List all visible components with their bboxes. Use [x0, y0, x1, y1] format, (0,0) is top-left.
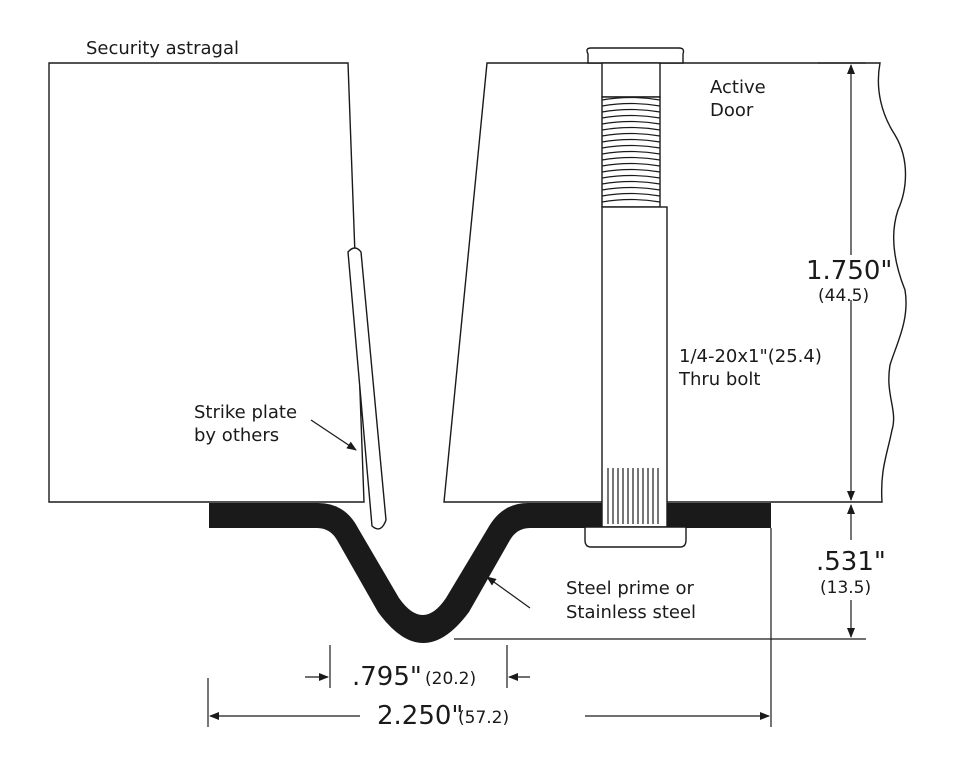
- sleeve-knurling: [607, 468, 659, 524]
- thread-line: [601, 132, 661, 137]
- bolt-head-top: [586, 47, 685, 64]
- thread-line: [601, 126, 661, 131]
- astragal-channel: [209, 503, 771, 643]
- label-material-2: Stainless steel: [566, 602, 696, 623]
- dim-depth-metric: (13.5): [820, 578, 871, 598]
- label-active-door-2: Door: [710, 100, 754, 121]
- label-material-1: Steel prime or: [566, 578, 695, 599]
- dim-channel-imperial: .795": [352, 662, 422, 692]
- thread-line: [601, 102, 661, 107]
- thread-line: [601, 174, 661, 179]
- dim-door-imperial: 1.750": [806, 256, 892, 286]
- bolt-head-bottom: [584, 526, 687, 548]
- label-security-astragal: Security astragal: [86, 38, 239, 59]
- bolt-collar: [601, 62, 661, 98]
- thread-line: [601, 138, 661, 143]
- label-bolt-1: 1/4-20x1"(25.4): [679, 346, 822, 367]
- dim-door-metric: (44.5): [818, 286, 869, 306]
- inactive-door-section: [48, 62, 365, 503]
- label-active-door-1: Active: [710, 77, 766, 98]
- active-door-section: [443, 62, 907, 503]
- thread-line: [601, 168, 661, 173]
- label-strike-plate-1: Strike plate: [194, 402, 297, 423]
- thread-line: [601, 156, 661, 161]
- thread-line: [601, 180, 661, 185]
- label-bolt-2: Thru bolt: [678, 369, 760, 390]
- thread-line: [601, 96, 661, 101]
- strike-plate: [347, 247, 387, 530]
- thread-line: [601, 186, 661, 191]
- thread-line: [601, 144, 661, 149]
- thread-line: [601, 162, 661, 167]
- thread-line: [601, 120, 661, 125]
- thread-line: [601, 198, 661, 203]
- thread-line: [601, 108, 661, 113]
- thread-line: [601, 114, 661, 119]
- dim-overall-metric: (57.2): [458, 708, 509, 728]
- thread-lines: [601, 96, 661, 203]
- strike-plate-leader: [310, 419, 357, 451]
- dim-overall-imperial: 2.250": [377, 701, 463, 731]
- dim-depth-imperial: .531": [816, 547, 886, 577]
- dim-channel-metric: (20.2): [425, 669, 476, 689]
- thread-line: [601, 150, 661, 155]
- material-leader: [486, 576, 531, 609]
- label-strike-plate-2: by others: [194, 425, 279, 446]
- thread-line: [601, 192, 661, 197]
- bolt-sleeve: [601, 206, 668, 528]
